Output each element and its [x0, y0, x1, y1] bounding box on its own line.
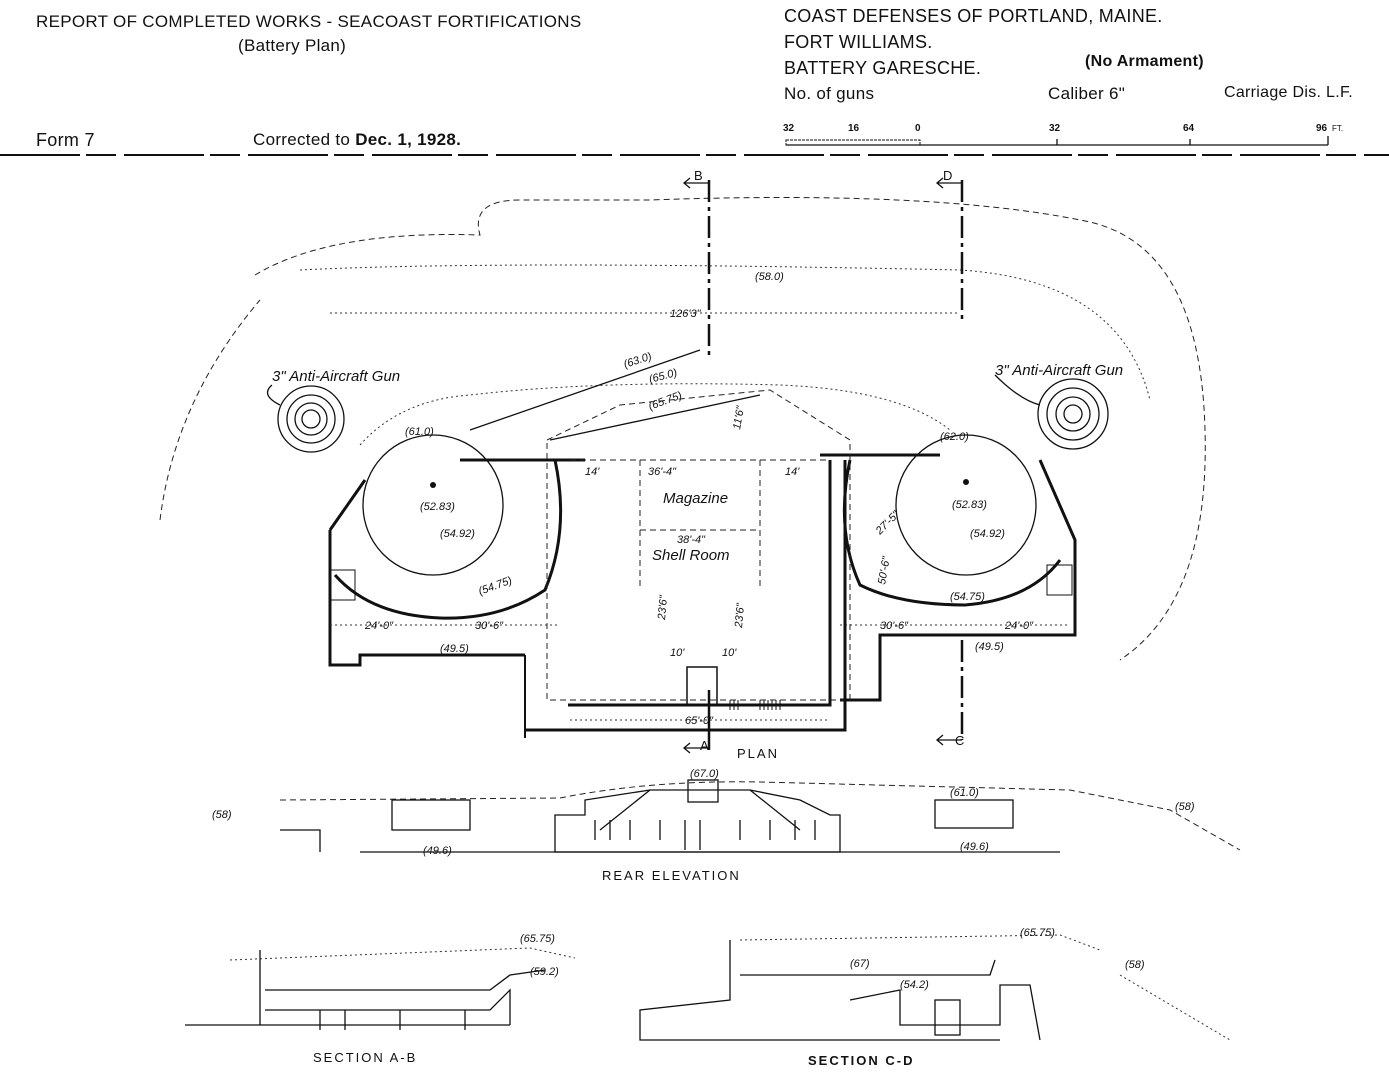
gun-emplacement-left: (61.0) (52.83) (54.92) (54.75) 24'-0" 30…: [328, 426, 585, 667]
form-number: Form 7: [36, 130, 95, 150]
elev-cd-6575: (65.75): [1020, 927, 1055, 939]
corrected-value: Dec. 1, 1928.: [355, 130, 462, 149]
magazine-label: Magazine: [663, 490, 728, 507]
elev-e58l: (58): [212, 809, 232, 821]
section-mark-c: C: [955, 733, 964, 748]
dim-w650: 65'-0": [685, 715, 714, 727]
elev-ab-6575: (65.75): [520, 933, 555, 945]
elev-r5492: (54.92): [970, 528, 1005, 540]
dim-l306: 30'-6": [475, 620, 504, 632]
rear-elevation-caption: REAR ELEVATION: [602, 868, 741, 883]
dim-w384: 38'-4": [677, 534, 706, 546]
scale-label: 96: [1316, 123, 1328, 134]
scale-label: 64: [1183, 123, 1195, 134]
elev-e496r: (49.6): [960, 841, 989, 853]
armament-note: (No Armament): [1085, 53, 1204, 70]
shell-room-label: Shell Room: [652, 547, 730, 564]
aa-gun-left-label: 3" Anti-Aircraft Gun: [272, 368, 400, 385]
section-ab: (65.75) (59.2) SECTION A-B: [185, 933, 576, 1065]
elev-e61: (61.0): [950, 787, 979, 799]
battery-name: BATTERY GARESCHE.: [784, 58, 982, 78]
dim-r506: 50'-6": [876, 555, 893, 586]
elev-l61: (61.0): [405, 426, 434, 438]
carriage: Carriage Dis. L.F.: [1224, 84, 1353, 101]
elev-cd-58: (58): [1125, 959, 1145, 971]
elev-cd-542: (54.2): [900, 979, 929, 991]
fort-name: FORT WILLIAMS.: [784, 32, 933, 52]
dim-w10a: 10': [670, 647, 685, 659]
section-mark-d: D: [943, 168, 952, 183]
scale-label: 16: [848, 123, 860, 134]
rear-elevation: (67.0) (58) (58) (49.6) (49.6) (61.0) RE…: [212, 768, 1241, 883]
plan-caption: PLAN: [737, 746, 779, 761]
elev-r495: (49.5): [975, 641, 1004, 653]
dim-r306: 30'-6": [880, 620, 909, 632]
elev-ab-592: (59.2): [530, 966, 559, 978]
elev-65: (65.0): [648, 367, 679, 386]
dim-h236b: 23'6": [733, 602, 747, 629]
elev-e58r: (58): [1175, 801, 1195, 813]
elev-6575: (65.75): [647, 390, 684, 413]
dim-h236a: 23'6": [656, 594, 670, 621]
dim-r240: 24'-0": [1004, 620, 1034, 632]
elev-l5475: (54.75): [477, 575, 514, 598]
elev-top: (58.0): [755, 271, 784, 283]
aa-gun-right: 3" Anti-Aircraft Gun: [994, 362, 1123, 450]
dim-w364: 36'-4": [648, 466, 677, 478]
elev-cd-67: (67): [850, 958, 870, 970]
elev-r62: (62.0): [940, 431, 969, 443]
section-cd-caption: SECTION C-D: [808, 1053, 915, 1068]
scale-unit: FT.: [1332, 124, 1343, 133]
elev-l5492: (54.92): [440, 528, 475, 540]
elev-l5283: (52.83): [420, 501, 455, 513]
plan-view: B D A C 126'3" (58.0) (63.0) (65.0) (65.…: [159, 168, 1206, 761]
scale-label: 32: [1049, 123, 1061, 134]
dim-span: 126'3": [670, 308, 702, 320]
scale-label: 32: [783, 123, 795, 134]
dim-l240: 24'-0": [364, 620, 394, 632]
elev-r5475: (54.75): [950, 591, 985, 603]
section-ab-caption: SECTION A-B: [313, 1050, 417, 1065]
corrected-date: Corrected to Dec. 1, 1928.: [253, 130, 461, 150]
section-mark-a: A: [700, 738, 709, 753]
dim-w10b: 10': [722, 647, 737, 659]
dim-w14b: 14': [785, 466, 800, 478]
elev-l495: (49.5): [440, 643, 469, 655]
aa-gun-right-label: 3" Anti-Aircraft Gun: [995, 362, 1123, 379]
coast-defenses: COAST DEFENSES OF PORTLAND, MAINE.: [784, 6, 1163, 26]
dim-h116: 11'6": [731, 404, 747, 430]
report-title: REPORT OF COMPLETED WORKS - SEACOAST FOR…: [36, 12, 582, 31]
scale-bar: 32 16 0 32 64 96 FT.: [783, 123, 1343, 146]
caliber: Caliber 6": [1048, 84, 1126, 103]
elev-e496l: (49.6): [423, 845, 452, 857]
elev-e670: (67.0): [690, 768, 719, 780]
aa-gun-left: 3" Anti-Aircraft Gun: [266, 368, 400, 453]
dim-w14a: 14': [585, 466, 600, 478]
gun-emplacement-right: (62.0) (52.83) (54.92) (54.75) 50'-6" 27…: [820, 431, 1077, 702]
report-subtitle: (Battery Plan): [238, 36, 347, 55]
scale-label: 0: [915, 123, 921, 134]
corrected-label: Corrected to: [253, 130, 351, 149]
number-of-guns: No. of guns: [784, 84, 875, 103]
elev-r5283: (52.83): [952, 499, 987, 511]
section-mark-b: B: [694, 168, 703, 183]
magazine-block: 36'-4" 14' 14' 11'6" Magazine 38'-4" She…: [524, 389, 851, 738]
section-cd: (65.75) (67) (54.2) (58) SECTION C-D: [639, 927, 1231, 1068]
